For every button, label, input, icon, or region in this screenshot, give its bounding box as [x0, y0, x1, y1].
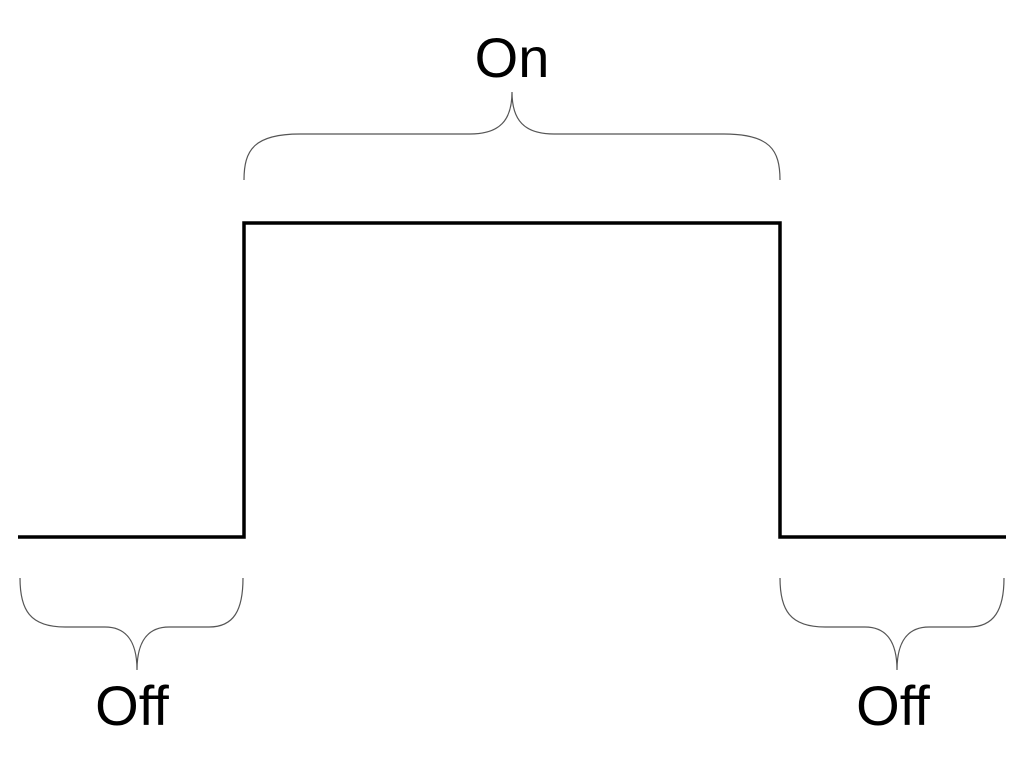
pulse-waveform — [18, 221, 1006, 539]
off-right-label: Off — [856, 674, 930, 737]
off-left-label: Off — [95, 674, 169, 737]
off-left-brace — [19, 577, 244, 671]
on-label: On — [475, 26, 550, 89]
off-right-brace — [779, 577, 1005, 671]
on-brace — [243, 91, 781, 181]
